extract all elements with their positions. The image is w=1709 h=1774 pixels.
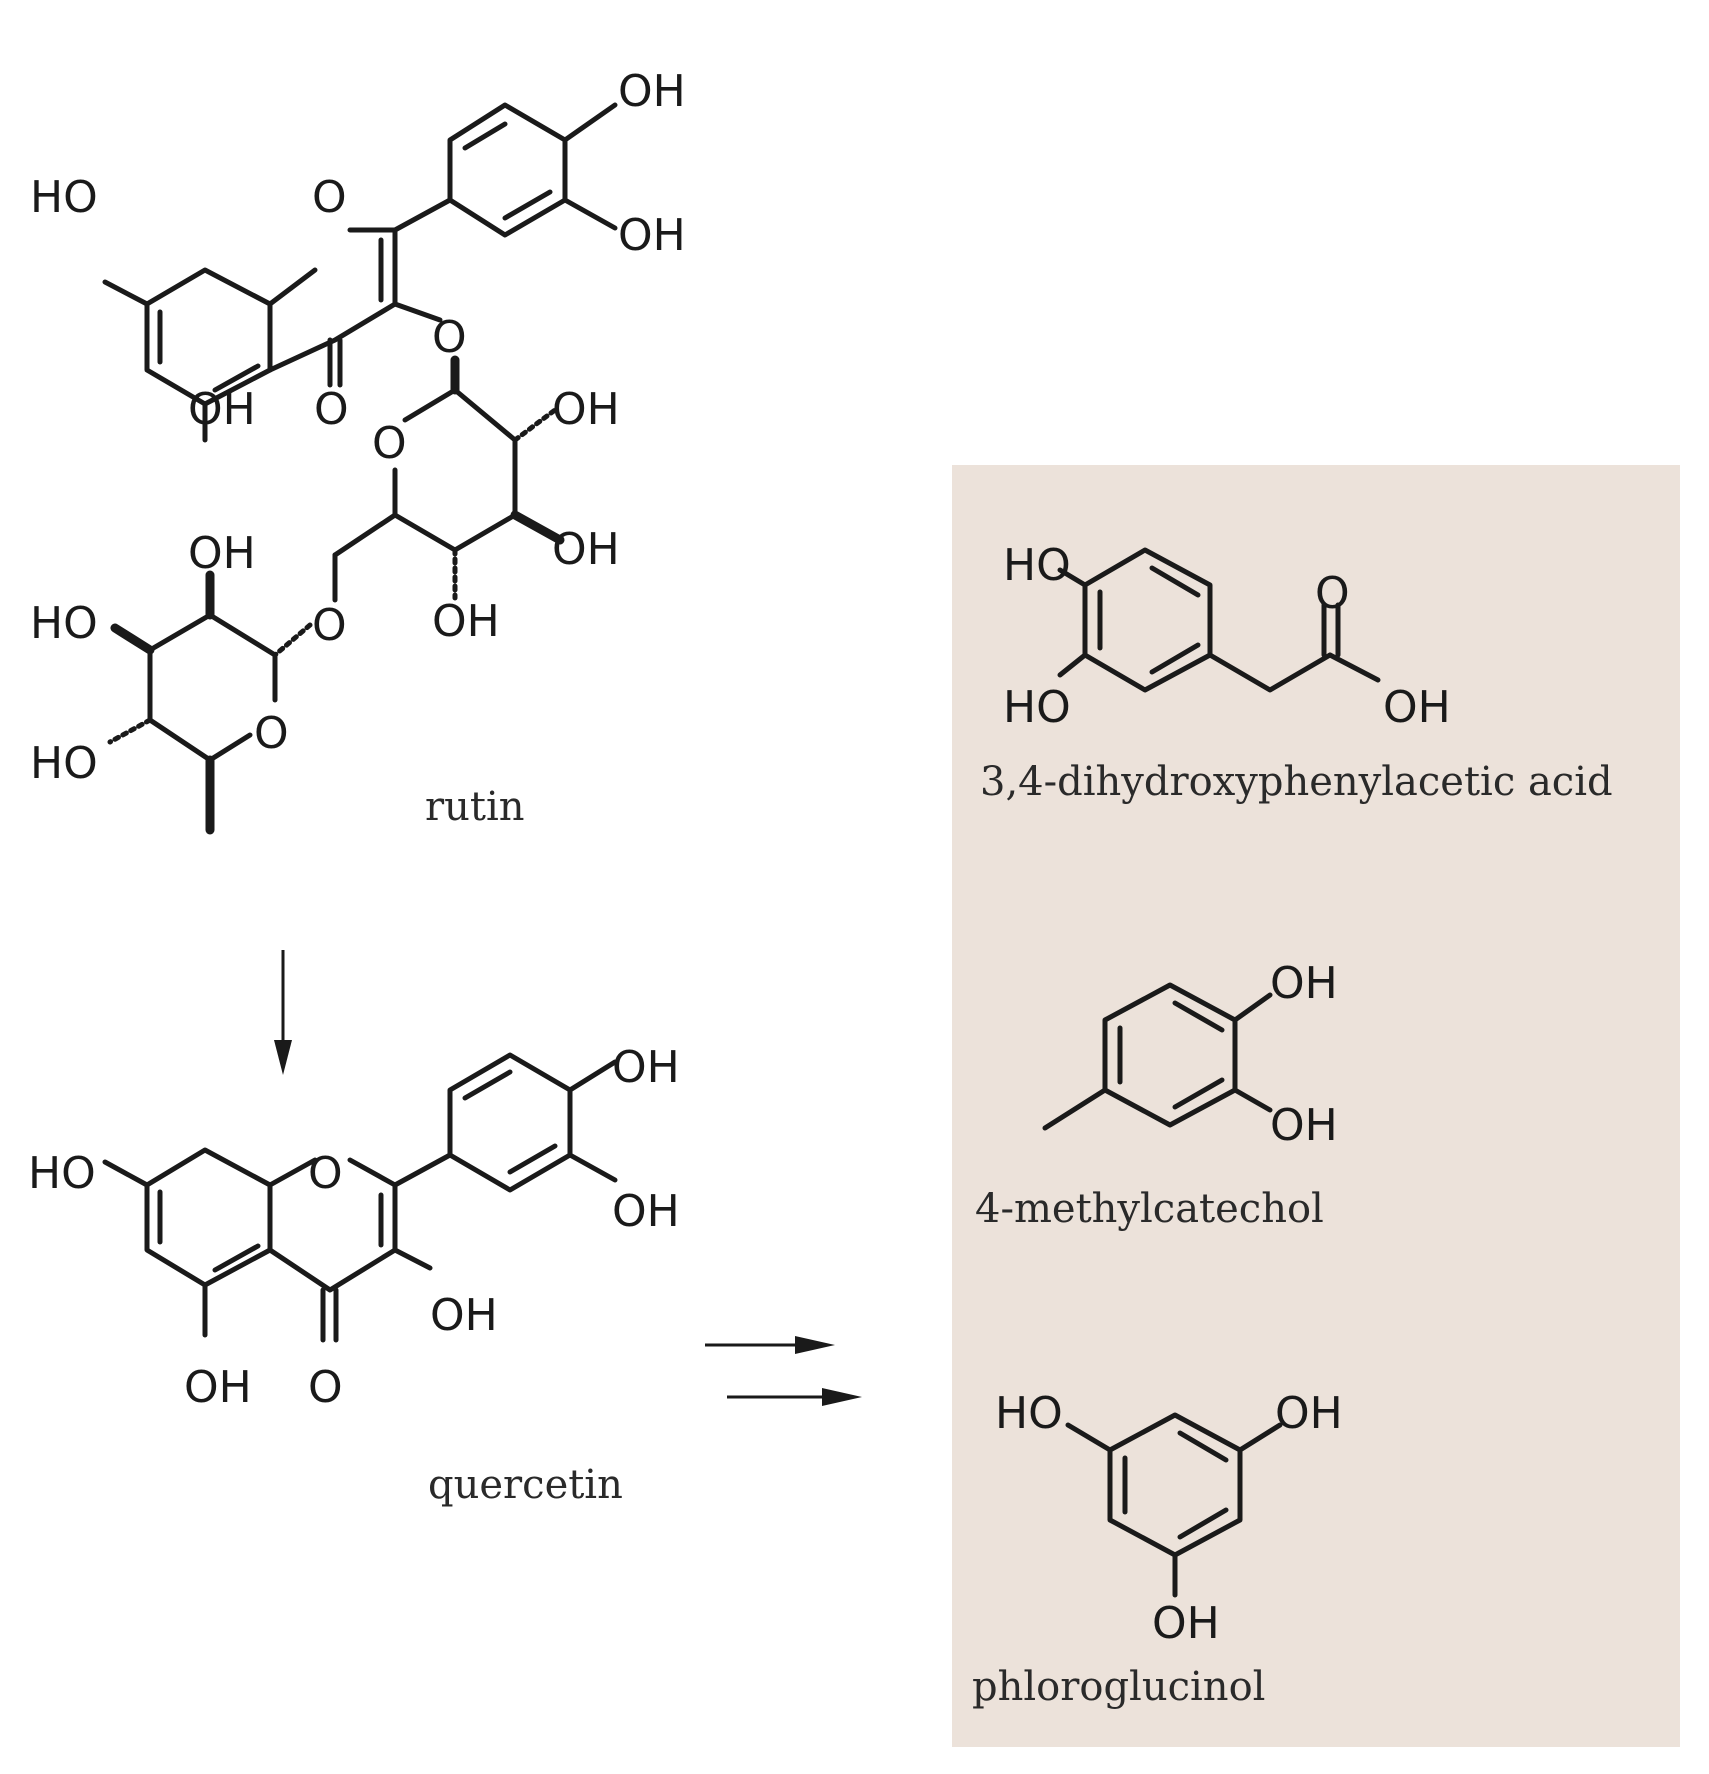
methylcatechol-label: 4-methylcatechol (975, 1186, 1324, 1232)
rutin-o-ring: O (312, 172, 347, 223)
phloroglucinol-oh-bottom: OH (1152, 1598, 1220, 1649)
degradation-arrows (705, 1336, 862, 1406)
rutin-oh-sugar-2: OH (552, 384, 620, 435)
dopac-structure: HO HO O OH 3,4-dihydroxyphenylacetic aci… (980, 540, 1613, 805)
hydrolysis-arrow (274, 950, 292, 1075)
phloroglucinol-structure: HO OH OH phloroglucinol (972, 1388, 1343, 1710)
rutin-o-sugar-ring: O (372, 418, 407, 469)
phloroglucinol-oh-right: OH (1275, 1388, 1343, 1439)
rutin-oh-5: OH (188, 384, 256, 435)
methylcatechol-oh-top: OH (1270, 958, 1338, 1009)
dopac-o-carbonyl: O (1315, 568, 1350, 619)
products-panel (952, 465, 1680, 1747)
dopac-ho-bottom: HO (1003, 682, 1071, 733)
dopac-ho-top: HO (1003, 540, 1071, 591)
rutin-oh-rham-1: OH (188, 528, 256, 579)
quercetin-structure: OH OH HO O OH OH O quercetin (28, 1042, 680, 1508)
quercetin-label: quercetin (428, 1462, 623, 1508)
rutin-label: rutin (425, 784, 525, 830)
rutin-ho-left: HO (30, 172, 98, 223)
rutin-o-glycoside: O (432, 312, 467, 363)
dopac-label: 3,4-dihydroxyphenylacetic acid (980, 759, 1613, 805)
rutin-o-rham-ring: O (254, 708, 289, 759)
rutin-o-linker: O (312, 600, 347, 651)
methylcatechol-oh-bottom: OH (1270, 1100, 1338, 1151)
quercetin-oh-3: OH (430, 1290, 498, 1341)
quercetin-o-carbonyl: O (308, 1362, 343, 1413)
methylcatechol-structure: OH OH 4-methylcatechol (975, 958, 1338, 1232)
rutin-ho-rham-3: HO (30, 738, 98, 789)
rutin-oh-sugar-4: OH (432, 596, 500, 647)
rutin-ho-rham-2: HO (30, 598, 98, 649)
dopac-oh-acid: OH (1383, 682, 1451, 733)
quercetin-o-ring: O (308, 1148, 343, 1199)
rutin-oh-mid: OH (618, 210, 686, 261)
rutin-oh-top: OH (618, 66, 686, 117)
phloroglucinol-label: phloroglucinol (972, 1664, 1265, 1710)
quercetin-oh-5: OH (184, 1362, 252, 1413)
quercetin-oh-top: OH (612, 1042, 680, 1093)
quercetin-ho-left: HO (28, 1148, 96, 1199)
phloroglucinol-ho-left: HO (995, 1388, 1063, 1439)
rutin-o-carbonyl: O (314, 384, 349, 435)
rutin-oh-sugar-3: OH (552, 524, 620, 575)
quercetin-oh-mid: OH (612, 1186, 680, 1237)
rutin-structure: OH OH HO O O OH O O OH OH OH O OH HO O H… (30, 66, 686, 835)
